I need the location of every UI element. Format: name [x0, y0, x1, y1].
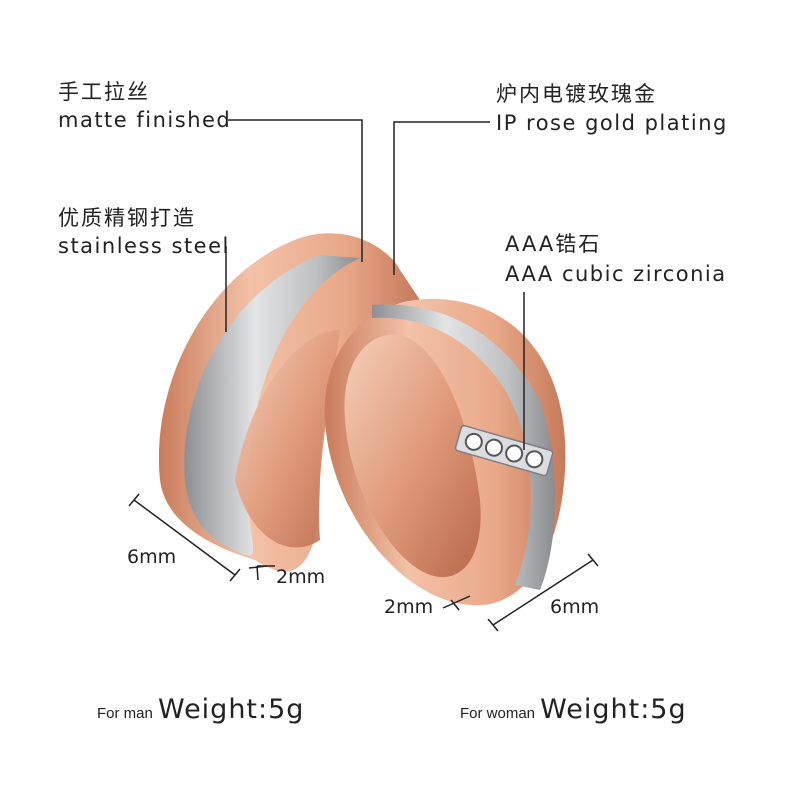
- mens-thickness-label: 2mm: [276, 566, 326, 588]
- zirconia-stone: [505, 444, 524, 463]
- rose-gold-label-cn: 炉内电镀玫瑰金: [496, 82, 657, 106]
- mens-ring: [158, 233, 421, 572]
- zircon-label-cn: AAA锆石: [505, 232, 602, 256]
- steel-label-cn: 优质精钢打造: [58, 206, 196, 230]
- mens-weight-value: Weight:5g: [157, 694, 305, 725]
- matte-label-en: matte finished: [58, 108, 232, 132]
- mens-weight: For man Weight:5g: [97, 696, 304, 723]
- womens-weight-prefix: For woman: [460, 705, 536, 722]
- zirconia-stone: [525, 450, 544, 469]
- womens-weight: For woman Weight:5g: [460, 696, 687, 723]
- womens-thickness-label: 2mm: [384, 596, 434, 618]
- rose-gold-label-en: IP rose gold plating: [496, 111, 728, 135]
- womens-dimension-lines: [442, 553, 599, 632]
- zirconia-stone: [464, 432, 483, 451]
- mens-dimension-lines: [128, 493, 275, 582]
- mens-weight-prefix: For man: [97, 705, 153, 722]
- mens-width-label: 6mm: [127, 546, 177, 568]
- leader-lines: [225, 119, 525, 450]
- womens-ring: [324, 298, 566, 606]
- steel-label-en: stainless steel: [58, 234, 230, 258]
- leader-matte: [228, 119, 363, 262]
- zircon-label-en: AAA cubic zirconia: [505, 262, 727, 286]
- mens-ring-steel-stripe: [184, 255, 360, 556]
- zirconia-setting: [454, 424, 554, 477]
- zirconia-stone: [484, 438, 503, 457]
- matte-label-cn: 手工拉丝: [58, 80, 150, 104]
- mens-ring-inner: [235, 330, 340, 548]
- womens-weight-value: Weight:5g: [540, 694, 687, 725]
- womens-ring-inner: [344, 334, 481, 578]
- leader-rose-gold: [393, 121, 490, 275]
- womens-width-label: 6mm: [550, 596, 600, 618]
- womens-ring-steel-stripe: [372, 304, 555, 590]
